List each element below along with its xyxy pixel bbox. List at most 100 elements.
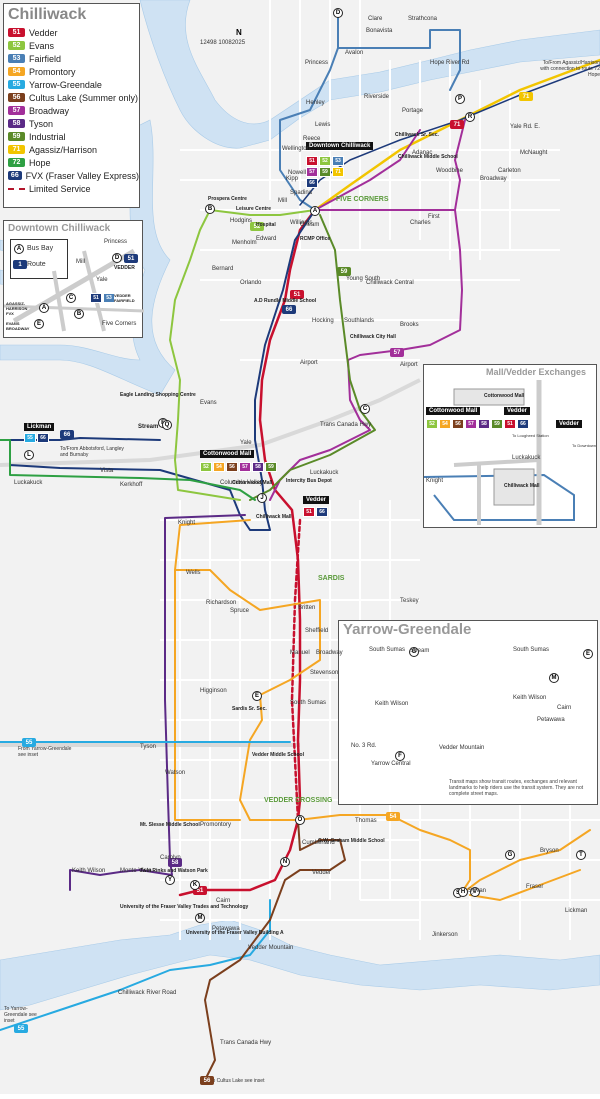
route-57-tag: 57 — [239, 462, 251, 472]
street-label: Hocking — [312, 318, 334, 324]
street-label: Fraser — [526, 884, 544, 890]
vedder-tag: VEDDER — [114, 265, 135, 271]
street-label: Vedder Mountain — [248, 945, 294, 951]
landmark-label: Cottonwood Mall — [232, 480, 273, 486]
legend-label: Cultus Lake (Summer only) — [29, 92, 139, 103]
route-52-tag: 52 — [426, 419, 438, 429]
landmark-label: Chilliwack Mall — [256, 514, 292, 520]
route-54-tag: 54 — [213, 462, 225, 472]
street-label: Avalon — [345, 50, 364, 56]
street-label: Airport — [400, 362, 418, 368]
route-58-line — [69, 514, 246, 891]
street-label: Yale Rd. E. — [510, 124, 540, 130]
bus-bay-label: Bus Bay — [27, 245, 54, 252]
route-icon: 1 — [13, 260, 27, 269]
vedder-fairfield-tag: VEDDER FAIRFIELD — [114, 293, 135, 303]
street-label: Tyson — [140, 744, 157, 750]
street-label: Adanac — [412, 150, 433, 156]
route-66-tag: 66 — [306, 178, 318, 188]
to-yarrow-label: To Yarrow-Greendale see inset — [4, 1006, 37, 1024]
downtown-inset: Downtown Chilliwack A Bus Bay 1 Route D … — [3, 220, 144, 338]
route-56-chip: 56 — [8, 93, 25, 102]
landmark-label: University of the Fraser Valley Trades a… — [120, 904, 249, 910]
landmark-label: G.W. Graham Middle School — [318, 838, 385, 844]
route-55-tag: 55 — [24, 433, 36, 443]
street-label: Clare — [368, 16, 383, 22]
stream-label: Stream — [138, 424, 159, 430]
bay-b: B — [74, 309, 84, 319]
street-label: Vedder — [312, 870, 332, 876]
shield-66-west: 66 — [60, 430, 74, 439]
stop-m: M — [195, 913, 205, 923]
route-58-chip: 58 — [8, 119, 25, 128]
route-66-tag: 66 — [316, 507, 328, 517]
landmark-label: Intercity Bus Depot — [286, 478, 332, 484]
street-label: Stream — [410, 648, 430, 654]
street-label: Wellington — [282, 146, 310, 152]
bay-e: E — [34, 319, 44, 329]
route-53-tag: 53 — [332, 156, 344, 166]
legend-label: Broadway — [29, 105, 70, 116]
shield-66: 66 — [282, 305, 296, 314]
stop-l: L — [24, 450, 34, 460]
street-label: Luckakuck — [310, 470, 339, 476]
landmark-label: Vedder Middle School — [252, 752, 304, 758]
stop-v: V — [470, 887, 480, 897]
street-label: South Sumas — [290, 700, 327, 706]
landmark-label: Hospital — [256, 222, 276, 228]
street-label: Luckakuck — [14, 480, 43, 486]
stop-g-yarrow: G — [409, 647, 419, 657]
street-label: Airport — [300, 360, 318, 366]
street-label: Watson — [165, 770, 186, 776]
street-label: Orlando — [240, 280, 262, 286]
landmark-label: Chilliwack Sr. Sec. — [395, 132, 439, 138]
chilliwack-mall-building: Chilliwack Mall — [504, 483, 540, 489]
route-54-tag: 54 — [439, 419, 451, 429]
street-label: Portage — [402, 108, 424, 114]
stop-g: G — [505, 850, 515, 860]
street-label: Manuel — [290, 650, 310, 656]
yarrow-street-keith-wilson-east: Keith Wilson — [513, 695, 547, 701]
street-label: Young South — [346, 276, 381, 282]
shield-57: 57 — [390, 348, 404, 357]
legend-limited-service: Limited Service — [8, 182, 139, 195]
route-59-tag: 59 — [491, 419, 503, 429]
agassiz-fvx-tag: AGASSIZ-HARRISON FVX — [6, 301, 28, 316]
street-label: Trans Canada Hwy — [320, 422, 372, 428]
street-label: McNaught — [520, 150, 548, 156]
route-66-tag: 66 — [517, 419, 529, 429]
bay-d: D — [112, 253, 122, 263]
stop-a: A — [310, 206, 320, 216]
shield-54: 54 — [386, 812, 400, 821]
street-label: Higginson — [200, 688, 227, 694]
route-71-chip: 71 — [8, 145, 25, 154]
yarrow-street-yarrow-central: Yarrow Central — [371, 761, 411, 767]
stop-o: O — [295, 815, 305, 825]
street-label: Knight — [178, 520, 196, 526]
stop-m-yarrow: M — [549, 673, 559, 683]
cottonwood-mall-building: Cottonwood Mall — [484, 393, 525, 399]
street-label: Chilliwack River Road — [118, 990, 177, 996]
yarrow-street-south-sumas-east: South Sumas — [513, 647, 550, 653]
exchange-cottonwood: Cottonwood Mall — [426, 407, 481, 415]
street-label: Promontory — [200, 822, 232, 828]
yarrow-inset: Yarrow-Greendale South Sumas South Sumas… — [338, 620, 598, 805]
route-59-chip: 59 — [8, 132, 25, 141]
street-label: Chilliwack Central — [366, 280, 414, 286]
street-label: Cairn — [216, 898, 231, 904]
street-label: Richardson — [206, 600, 237, 606]
exchange-vedder: Vedder — [504, 407, 531, 415]
exchange-streets — [424, 380, 575, 525]
route-66-tag: 66 — [37, 433, 49, 443]
route-52-tag: 52 — [200, 462, 212, 472]
route-57-tag: 57 — [306, 167, 318, 177]
stop-y: Y — [165, 875, 175, 885]
street-label: Vista — [100, 468, 114, 474]
